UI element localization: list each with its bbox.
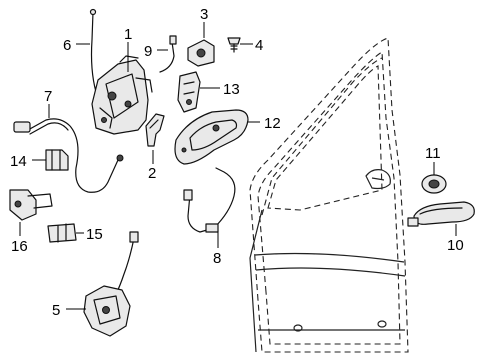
callout-6: 6 xyxy=(63,37,71,54)
front-door-shell xyxy=(249,37,409,353)
part-8-handle-cable xyxy=(183,167,236,233)
part-6-lock-rod xyxy=(89,8,97,93)
part-15-hinge xyxy=(47,223,77,243)
part-1-door-lock xyxy=(91,55,153,135)
callout-5: 5 xyxy=(52,302,60,319)
part-9-rod-clip xyxy=(159,35,177,73)
part-2-bracket xyxy=(145,113,165,147)
part-4-screw xyxy=(227,37,241,53)
callout-2: 2 xyxy=(148,165,156,182)
part-12-handle-frame xyxy=(174,109,249,165)
part-11-handle-cap xyxy=(421,174,447,194)
part-14-clip xyxy=(45,149,69,171)
part-10-outside-handle xyxy=(407,201,475,227)
part-5-lower-lock xyxy=(83,231,139,337)
callout-9: 9 xyxy=(144,43,152,60)
callout-11: 11 xyxy=(425,145,441,162)
callout-14: 14 xyxy=(10,153,27,170)
part-7-lock-cable xyxy=(13,118,124,193)
callout-8: 8 xyxy=(213,250,221,267)
callout-10: 10 xyxy=(447,237,464,254)
callout-1: 1 xyxy=(124,26,132,43)
callout-13: 13 xyxy=(223,81,240,98)
part-3-striker xyxy=(187,39,215,67)
part-16-door-check xyxy=(9,189,53,221)
callout-4: 4 xyxy=(255,37,263,54)
leader-lines xyxy=(19,22,457,310)
callout-3: 3 xyxy=(200,6,208,23)
callout-15: 15 xyxy=(86,226,103,243)
callout-16: 16 xyxy=(11,238,28,255)
part-13-handle-carrier xyxy=(177,71,201,113)
callout-12: 12 xyxy=(264,115,281,132)
callout-numbers: 1 2 3 4 5 6 7 8 9 10 11 12 13 14 15 16 xyxy=(10,6,464,319)
callout-7: 7 xyxy=(44,88,52,105)
